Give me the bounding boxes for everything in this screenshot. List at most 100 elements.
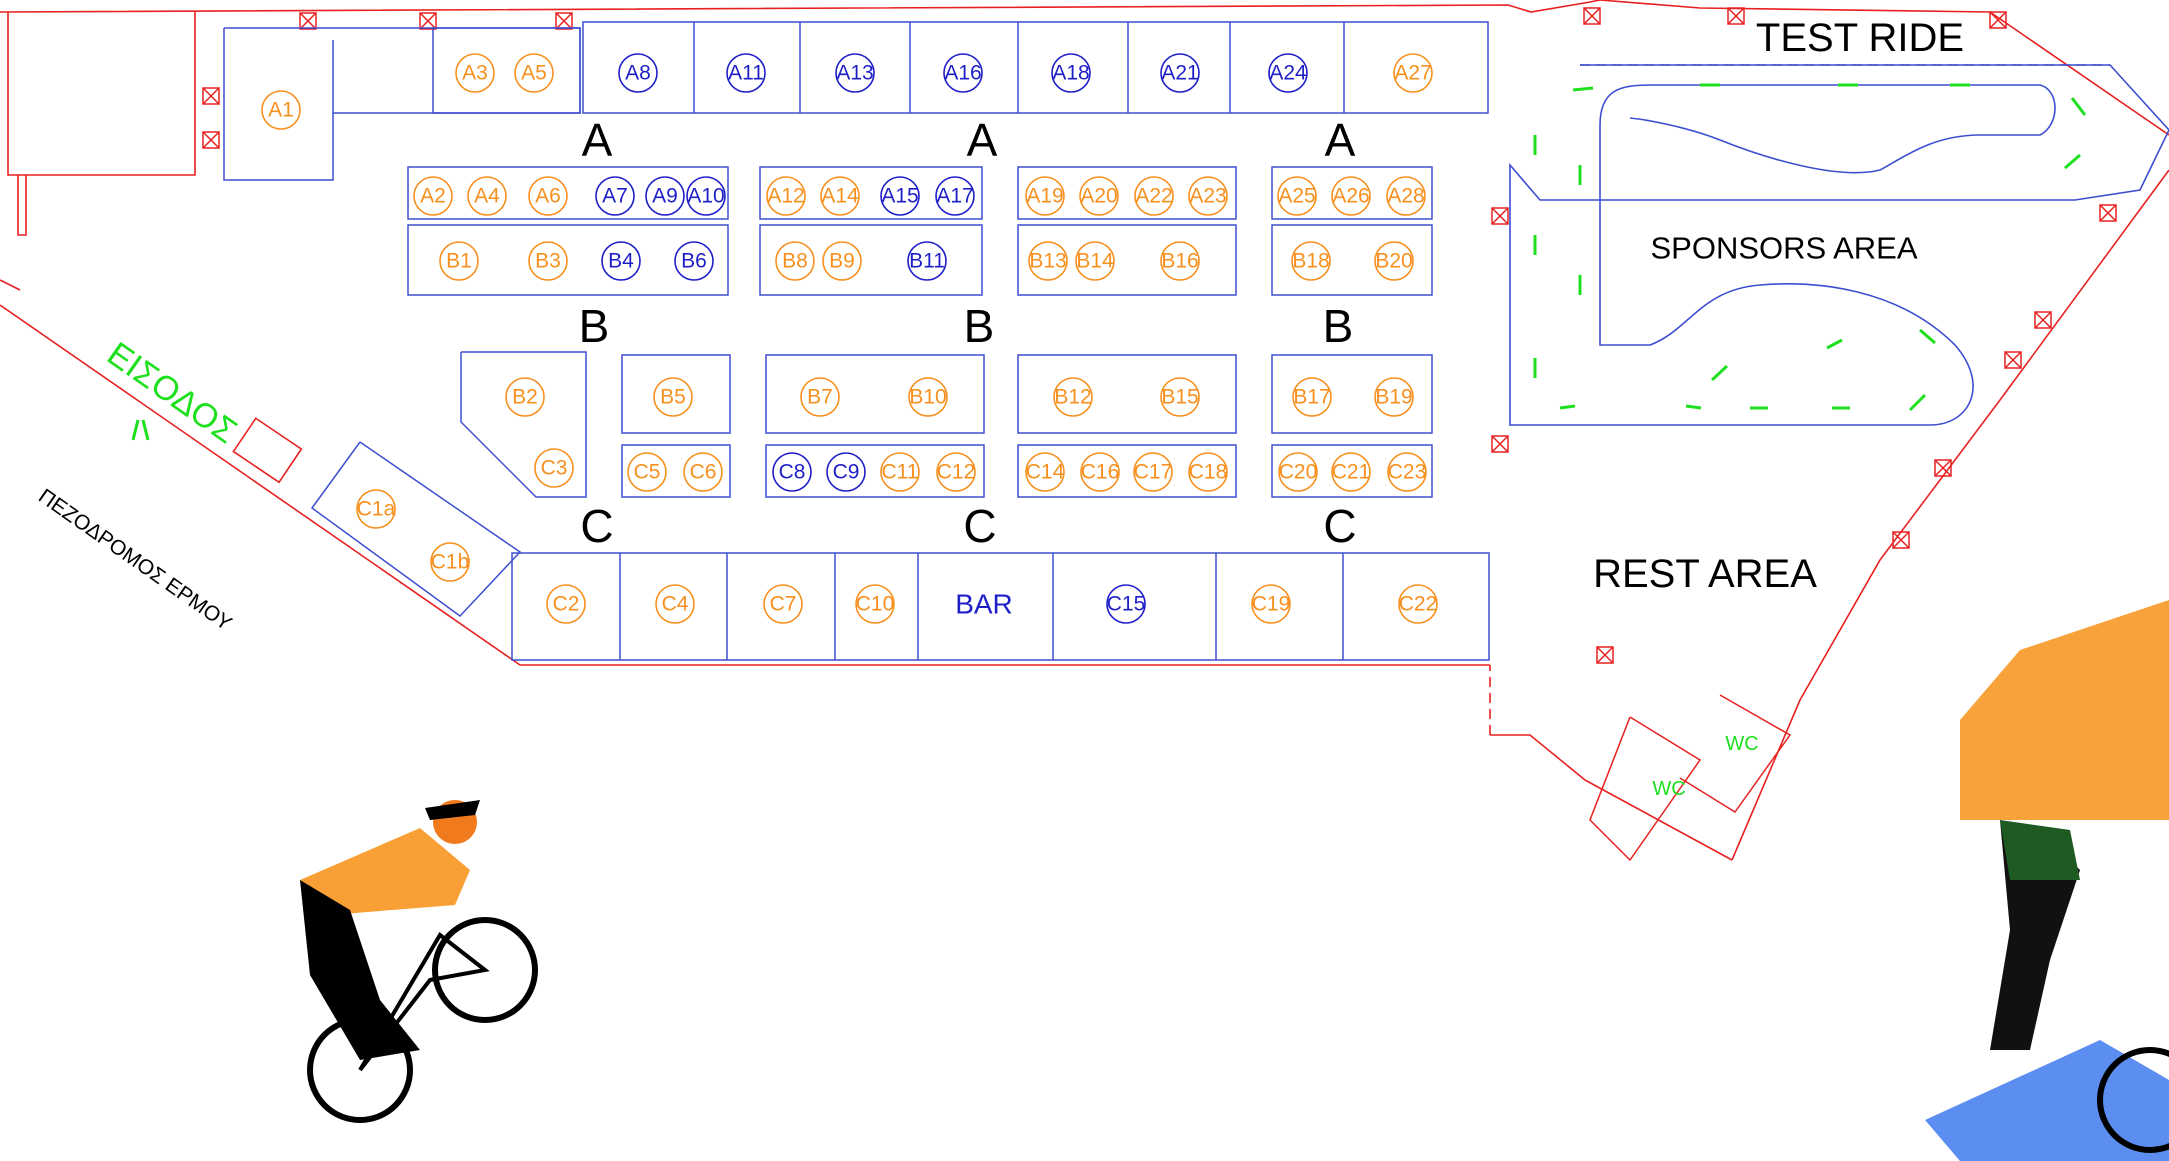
booth-c1a: C1a (356, 489, 396, 529)
booth-label: C2 (553, 593, 580, 616)
booth-label: C1b (431, 551, 470, 574)
booth-label: C7 (770, 593, 797, 616)
booth-label: C10 (856, 593, 895, 616)
booth-a22: A22 (1134, 176, 1174, 216)
booth-b17: B17 (1292, 377, 1332, 417)
booth-label: A7 (602, 185, 628, 208)
site-boundary (0, 0, 2169, 861)
booth-c4: C4 (655, 584, 695, 624)
row-label-b-2: B (964, 300, 995, 352)
booth-circle (726, 53, 766, 93)
booth-circle (686, 176, 726, 216)
booth-circle (528, 241, 568, 281)
cyclist-illustration-left (300, 800, 538, 1123)
row-label-a-1: A (582, 114, 613, 166)
booth-a15: A15 (880, 176, 920, 216)
booth-circle (1079, 176, 1119, 216)
booth-b9: B9 (822, 241, 862, 281)
booth-label: C17 (1134, 461, 1173, 484)
booth-c17: C17 (1133, 452, 1173, 492)
row-label-c-1: C (580, 500, 613, 552)
booth-b4: B4 (601, 241, 641, 281)
bar-label: BAR (955, 589, 1013, 620)
booth-circle (653, 377, 693, 417)
booth-circle (514, 53, 554, 93)
booth-b15: B15 (1160, 377, 1200, 417)
booth-label: A15 (881, 185, 918, 208)
booth-a1: A1 (261, 90, 301, 130)
booth-circle (674, 241, 714, 281)
booth-circle (1277, 176, 1317, 216)
booth-label: B8 (782, 250, 808, 273)
booth-b5: B5 (653, 377, 693, 417)
booth-circle (1053, 377, 1093, 417)
booth-label: A4 (474, 185, 500, 208)
booth-a14: A14 (820, 176, 860, 216)
booth-circle (766, 176, 806, 216)
booth-label: A22 (1135, 185, 1172, 208)
booth-circle (655, 584, 695, 624)
booth-a9: A9 (645, 176, 685, 216)
booth-b7: B7 (800, 377, 840, 417)
booth-circle (935, 176, 975, 216)
booth-c18: C18 (1188, 452, 1228, 492)
booth-label: A8 (625, 62, 651, 85)
booth-c10: C10 (855, 584, 895, 624)
booth-label: B4 (608, 250, 634, 273)
booth-c9: C9 (826, 452, 866, 492)
booth-a23: A23 (1188, 176, 1228, 216)
booth-circle (880, 452, 920, 492)
booth-label: C23 (1388, 461, 1427, 484)
booth-circle (907, 241, 947, 281)
booth-label: B1 (446, 250, 472, 273)
row-label-b-3: B (1323, 300, 1354, 352)
booth-circle (1051, 53, 1091, 93)
row-labels: A A A B B B C C C (579, 114, 1357, 552)
booth-a10: A10 (686, 176, 726, 216)
booth-circle (772, 452, 812, 492)
booth-circle (1386, 176, 1426, 216)
booth-label: B15 (1161, 386, 1198, 409)
booth-circle (645, 176, 685, 216)
cyclist-illustration-right (1925, 600, 2169, 1161)
booth-label: A28 (1387, 185, 1424, 208)
booth-circle (1291, 241, 1331, 281)
booth-circle (1188, 176, 1228, 216)
booth-label: A16 (944, 62, 981, 85)
booth-label: B18 (1292, 250, 1329, 273)
booth-circle (908, 377, 948, 417)
booth-label: C3 (541, 457, 568, 480)
wc-blocks (1589, 694, 1792, 862)
booth-a12: A12 (766, 176, 806, 216)
entrance-label: ΕΙΣΟΔΟΣ (100, 335, 243, 451)
booth-circle (430, 542, 470, 582)
booth-circle (439, 241, 479, 281)
booth-circle (936, 452, 976, 492)
booth-c11: C11 (880, 452, 920, 492)
booth-circle (1398, 584, 1438, 624)
booth-b19: B19 (1374, 377, 1414, 417)
booth-b3: B3 (528, 241, 568, 281)
booth-circle (413, 176, 453, 216)
booth-label: B10 (909, 386, 946, 409)
booth-a8: A8 (618, 53, 658, 93)
booth-c14: C14 (1025, 452, 1065, 492)
direction-arrows (1533, 83, 2087, 412)
pedestrian-street-label: ΠΕΖΟΔΡΟΜΟΣ ΕΡΜΟΥ (34, 485, 236, 636)
booth-b14: B14 (1075, 241, 1115, 281)
booth-a20: A20 (1079, 176, 1119, 216)
row-label-c-2: C (963, 500, 996, 552)
entrance-arrows-icon (131, 419, 150, 441)
booth-circle (534, 448, 574, 488)
booth-b20: B20 (1374, 241, 1414, 281)
booth-label: B9 (829, 250, 855, 273)
booth-circle (1387, 452, 1427, 492)
rest-area-label: REST AREA (1593, 552, 1817, 596)
booth-circle (1106, 584, 1146, 624)
booth-circle (1025, 176, 1065, 216)
booth-label: A21 (1161, 62, 1198, 85)
booth-c19: C19 (1251, 584, 1291, 624)
booth-a26: A26 (1331, 176, 1371, 216)
booth-label: C18 (1189, 461, 1228, 484)
